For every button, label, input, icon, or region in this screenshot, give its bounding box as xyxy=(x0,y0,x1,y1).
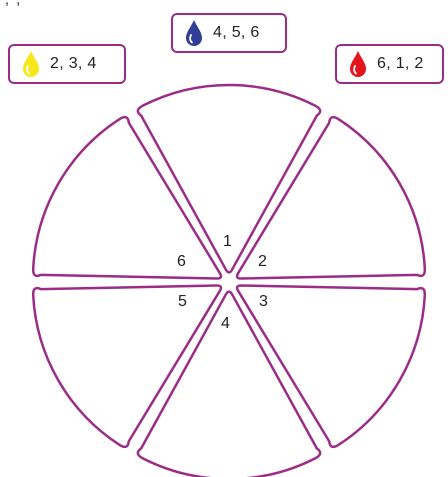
sector-label-1: 1 xyxy=(223,233,232,250)
yellow-drop-icon xyxy=(23,51,39,77)
wedge-sector-6 xyxy=(31,115,223,280)
wedge-sector-4 xyxy=(136,290,322,477)
box-left-text: 2, 3, 4 xyxy=(50,55,97,72)
sector-label-6: 6 xyxy=(177,253,186,270)
blue-drop-icon xyxy=(186,20,202,46)
sector-label-4: 4 xyxy=(221,315,230,332)
wedge-sector-2 xyxy=(235,115,427,280)
color-box-red: 6, 1, 2 xyxy=(335,44,444,84)
wedge-sector-3 xyxy=(235,284,427,449)
red-drop-icon xyxy=(350,51,366,77)
top-text-fragment: ꞌ, ꞌ, ꞌ xyxy=(2,0,27,8)
sector-label-3: 3 xyxy=(259,293,268,310)
color-box-blue: 4, 5, 6 xyxy=(171,13,287,53)
wedge-sector-1 xyxy=(136,83,322,274)
wedge-sector-5 xyxy=(31,284,223,449)
sector-label-2: 2 xyxy=(258,253,267,270)
color-box-yellow: 2, 3, 4 xyxy=(8,44,126,84)
box-mid-text: 4, 5, 6 xyxy=(213,24,260,41)
sector-label-5: 5 xyxy=(178,293,187,310)
box-right-text: 6, 1, 2 xyxy=(377,55,424,72)
